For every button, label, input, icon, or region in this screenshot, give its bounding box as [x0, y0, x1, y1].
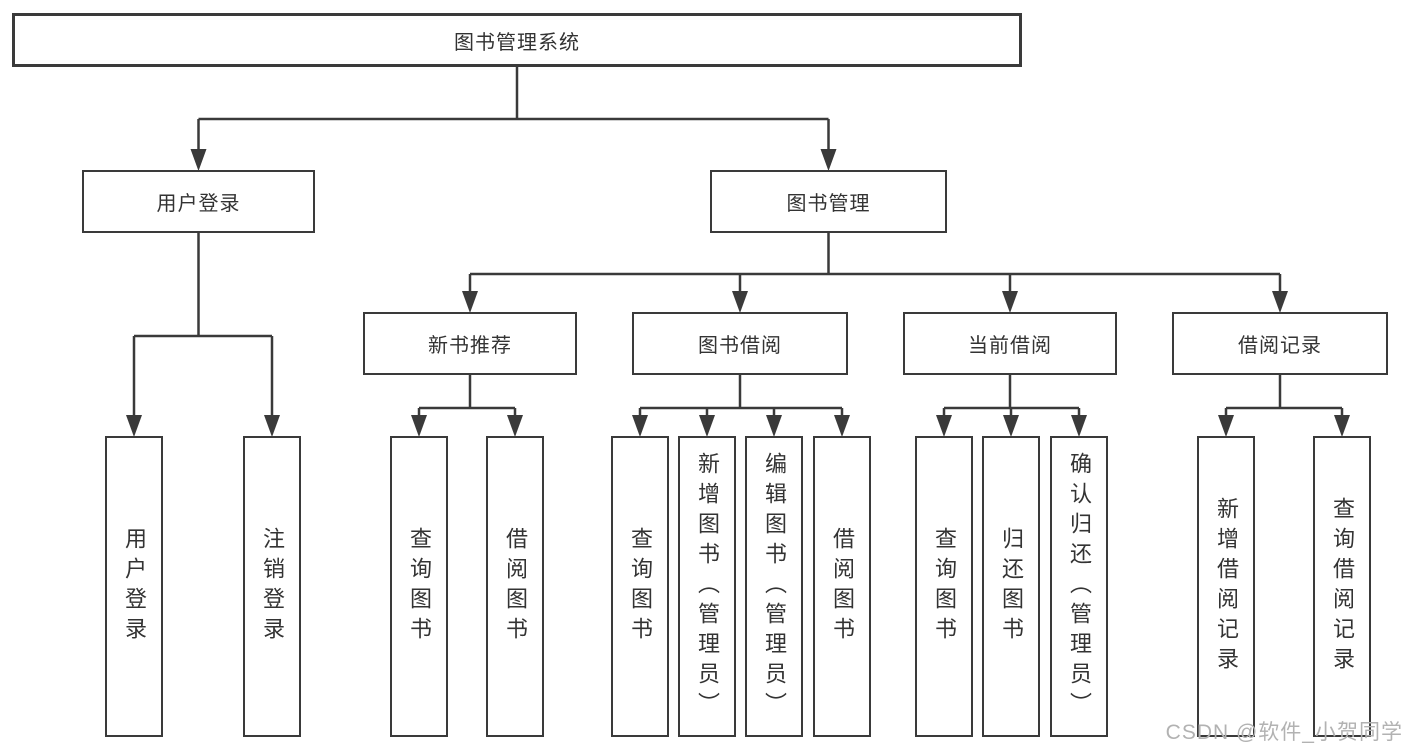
arrowhead-icon [190, 149, 207, 171]
arrowhead-icon [411, 415, 427, 437]
csdn-watermark: CSDN @软件_小贺同学 [1165, 721, 1403, 744]
node-root-system: 图书管理系统 [12, 13, 1022, 67]
arrowhead-icon [1002, 291, 1018, 313]
arrowhead-icon [507, 415, 523, 437]
node-leaf-query-books-current: 查询图书 [915, 436, 973, 737]
connector-new-book-children [411, 375, 523, 437]
node-leaf-query-books-borrow: 查询图书 [611, 436, 669, 737]
arrowhead-icon [1218, 415, 1234, 437]
node-leaf-logout: 注销登录 [243, 436, 301, 737]
node-leaf-confirm-return-admin: 确认归还（管理员） [1050, 436, 1108, 737]
node-leaf-query-books-recommend: 查询图书 [390, 436, 448, 737]
arrowhead-icon [766, 415, 782, 437]
arrowhead-icon [1334, 415, 1350, 437]
node-user-login: 用户登录 [82, 170, 315, 233]
node-leaf-borrow-books: 借阅图书 [813, 436, 871, 737]
node-new-book-recommend: 新书推荐 [363, 312, 577, 375]
connector-user-login-children [126, 233, 280, 437]
arrowhead-icon [699, 415, 715, 437]
node-current-borrow: 当前借阅 [903, 312, 1117, 375]
arrowhead-icon [264, 415, 280, 437]
arrowhead-icon [1071, 415, 1087, 437]
connector-book-borrow-children [632, 375, 850, 437]
arrowhead-icon [462, 291, 478, 313]
node-leaf-add-books-admin: 新增图书（管理员） [678, 436, 736, 737]
arrowhead-icon [834, 415, 850, 437]
connector-borrow-records-children [1218, 375, 1350, 437]
node-borrow-records: 借阅记录 [1172, 312, 1388, 375]
connector-current-borrow-children [936, 375, 1087, 437]
node-book-management: 图书管理 [710, 170, 947, 233]
arrowhead-icon [1272, 291, 1288, 313]
node-leaf-edit-books-admin: 编辑图书（管理员） [745, 436, 803, 737]
connector-root-to-level2 [190, 67, 837, 171]
node-leaf-return-books: 归还图书 [982, 436, 1040, 737]
connector-book-mgmt-to-level3 [462, 233, 1288, 313]
node-leaf-query-borrow-record: 查询借阅记录 [1313, 436, 1371, 737]
node-book-borrow: 图书借阅 [632, 312, 848, 375]
arrowhead-icon [732, 291, 748, 313]
arrowhead-icon [126, 415, 142, 437]
node-leaf-user-login: 用户登录 [105, 436, 163, 737]
node-leaf-add-borrow-record: 新增借阅记录 [1197, 436, 1255, 737]
arrowhead-icon [820, 149, 837, 171]
arrowhead-icon [936, 415, 952, 437]
arrowhead-icon [632, 415, 648, 437]
arrowhead-icon [1003, 415, 1019, 437]
node-leaf-borrow-books-recommend: 借阅图书 [486, 436, 544, 737]
